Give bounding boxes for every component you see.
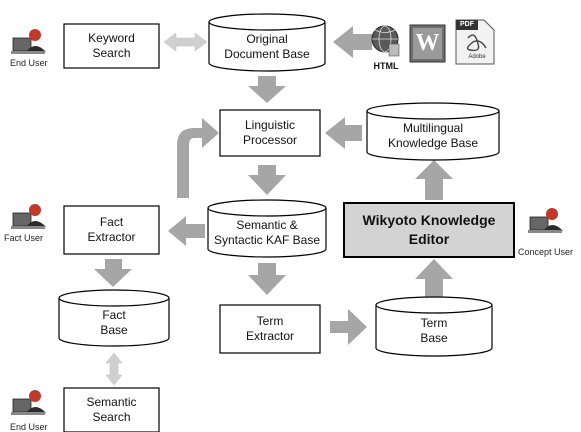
html-globe-icon [371,25,400,57]
wikyoto-editor-box [343,202,515,258]
arrow-keyword-document [163,32,208,52]
term-base-label: Term Base [420,316,448,345]
end-user-bottom-icon [11,390,46,415]
concept-user-icon [528,208,563,233]
keyword-search-label: Keyword Search [88,31,135,60]
arrow-document-to-linguistic [248,76,286,103]
fact-extractor-box [63,205,160,255]
linguistic-processor-label: Linguistic Processor [242,118,298,147]
concept-user-label: Concept User [518,247,574,257]
fact-extractor-label: Fact Extractor [87,215,136,244]
arrow-editor-to-multilingual [415,160,453,200]
arrow-fact-base-semantic-search [105,352,123,386]
wikyoto-editor-label: Wikyoto Knowledge Editor [362,212,496,247]
word-glyph: W [415,30,440,56]
term-base-cylinder [375,296,493,357]
end-user-top-icon [11,29,46,54]
end-user-top-label: End User [10,58,48,68]
pdf-label: PDF [460,21,474,28]
arrow-term-extractor-to-term-base [330,309,367,345]
semantic-kaf-base-cylinder [207,199,327,258]
multilingual-knowledge-base-cylinder [366,102,500,161]
arrow-term-base-to-editor [415,259,453,297]
end-user-bottom-label: End User [10,422,48,432]
fact-base-label: Fact Base [100,308,128,337]
adobe-label: Adobe [468,54,486,60]
arrow-kaf-feedback-to-linguistic [177,118,219,198]
semantic-search-box [63,387,160,432]
fact-user-label: Fact User [4,233,44,243]
semantic-search-label: Semantic Search [86,395,137,424]
keyword-search-box [63,23,160,69]
multilingual-knowledge-base-label: Multilingual Knowledge Base [387,121,479,150]
fact-user-icon [11,204,46,229]
arrow-docs-to-document-base [333,26,372,58]
fact-base-cylinder [58,289,170,347]
arrow-kaf-to-fact-extractor [168,216,205,246]
arrow-kaf-to-term-extractor [248,263,286,295]
original-document-base-label: Original Document Base [224,32,310,61]
html-label: HTML [373,60,399,71]
arrow-fact-extractor-to-fact-base [94,259,132,287]
arrow-multilingual-to-linguistic [325,117,362,149]
term-extractor-box [219,304,321,354]
semantic-kaf-base-label: Semantic & Syntactic KAF Base [213,218,321,247]
original-document-base-cylinder [208,13,326,72]
term-extractor-label: Term Extractor [245,314,294,343]
arrow-linguistic-to-kaf [248,165,286,195]
linguistic-processor-box [219,109,321,157]
word-document-icon [409,24,446,63]
pdf-document-icon [455,19,495,65]
